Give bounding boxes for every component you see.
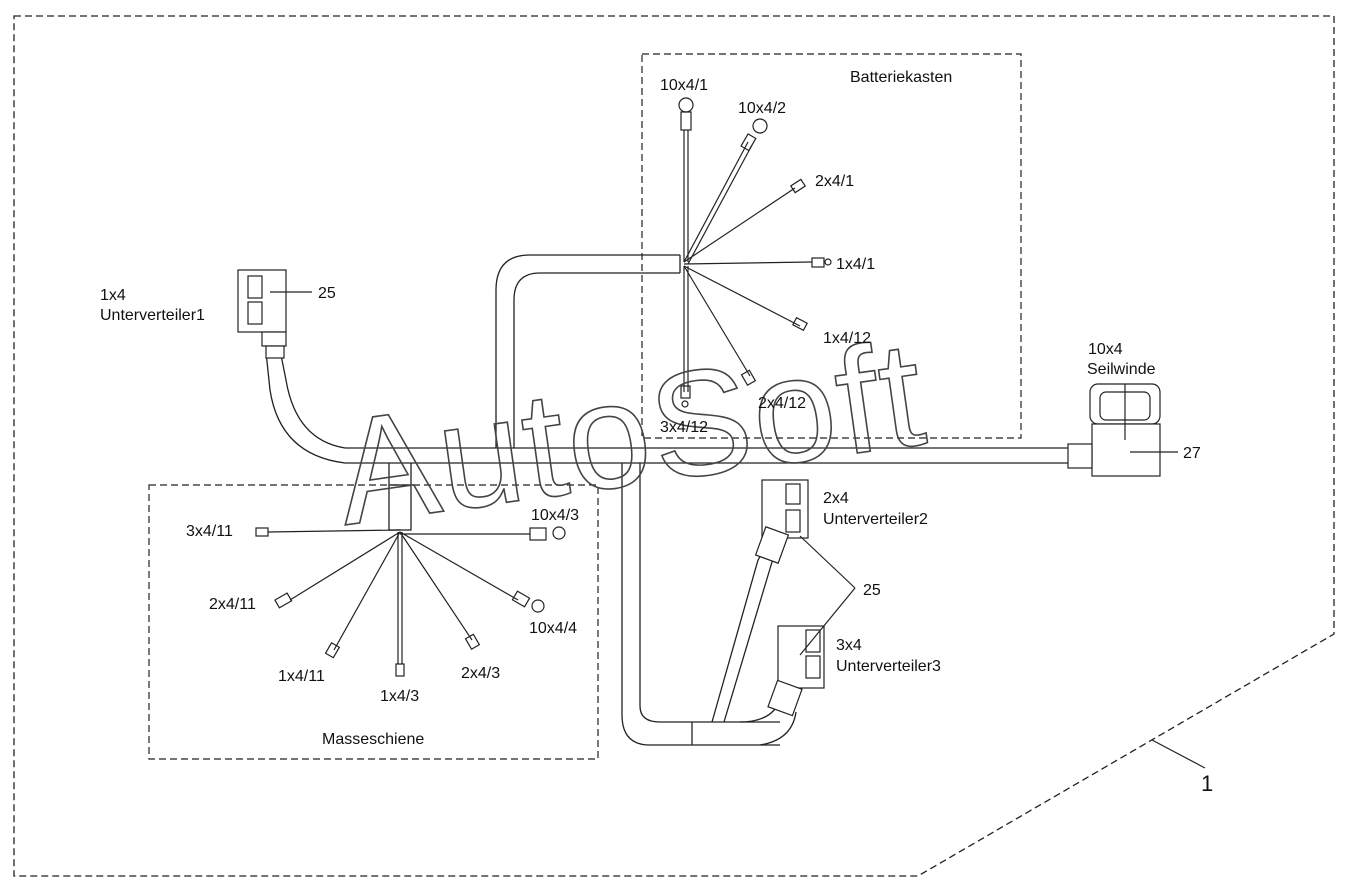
main-harness [265,254,1068,746]
ground-terminal-label: 10x4/4 [529,620,577,637]
battery-box-title: Batteriekasten [850,69,952,86]
battery-fanout [678,97,832,408]
ground-terminal-label: 2x4/11 [209,596,256,613]
sub1-code: 1x4 [100,287,126,304]
sub2-name: Unterverteiler2 [823,511,928,528]
assembly-ref: 1 [1201,771,1213,796]
battery-terminal-label: 1x4/1 [836,256,875,273]
connector-unterverteiler1 [237,269,287,359]
ground-bar-title: Masseschiene [322,731,424,748]
ground-terminal-label: 1x4/11 [278,668,325,685]
battery-terminal-label: 2x4/12 [758,395,806,412]
ground-terminal-label: 3x4/11 [186,523,233,540]
ground-terminal-label: 1x4/3 [380,688,419,705]
ground-fanout [255,526,566,677]
winch-name: Seilwinde [1087,361,1156,378]
battery-terminal-label: 3x4/12 [660,419,708,436]
battery-terminal-label: 10x4/2 [738,100,786,117]
battery-terminal-label: 1x4/12 [823,330,871,347]
assembly-boundary [13,15,1335,877]
battery-box-frame [641,53,1022,439]
sub2-code: 2x4 [823,490,849,507]
sub3-code: 3x4 [836,637,862,654]
ground-terminal-label: 2x4/3 [461,665,500,682]
leader-lines [270,291,1206,769]
battery-terminal-label: 10x4/1 [660,77,708,94]
winch-ref: 27 [1183,445,1201,462]
ground-bar-frame [148,484,599,760]
connector-unterverteiler2 [754,479,809,564]
sub1-name: Unterverteiler1 [100,307,205,324]
sub1-ref: 25 [318,285,336,302]
connector-seilwinde [1067,383,1161,477]
ground-terminal-label: 10x4/3 [531,507,579,524]
winch-code: 10x4 [1088,341,1123,358]
sub3-name: Unterverteiler3 [836,658,941,675]
battery-terminal-label: 2x4/1 [815,173,854,190]
sub23-ref: 25 [863,582,881,599]
connector-unterverteiler3 [767,625,825,717]
